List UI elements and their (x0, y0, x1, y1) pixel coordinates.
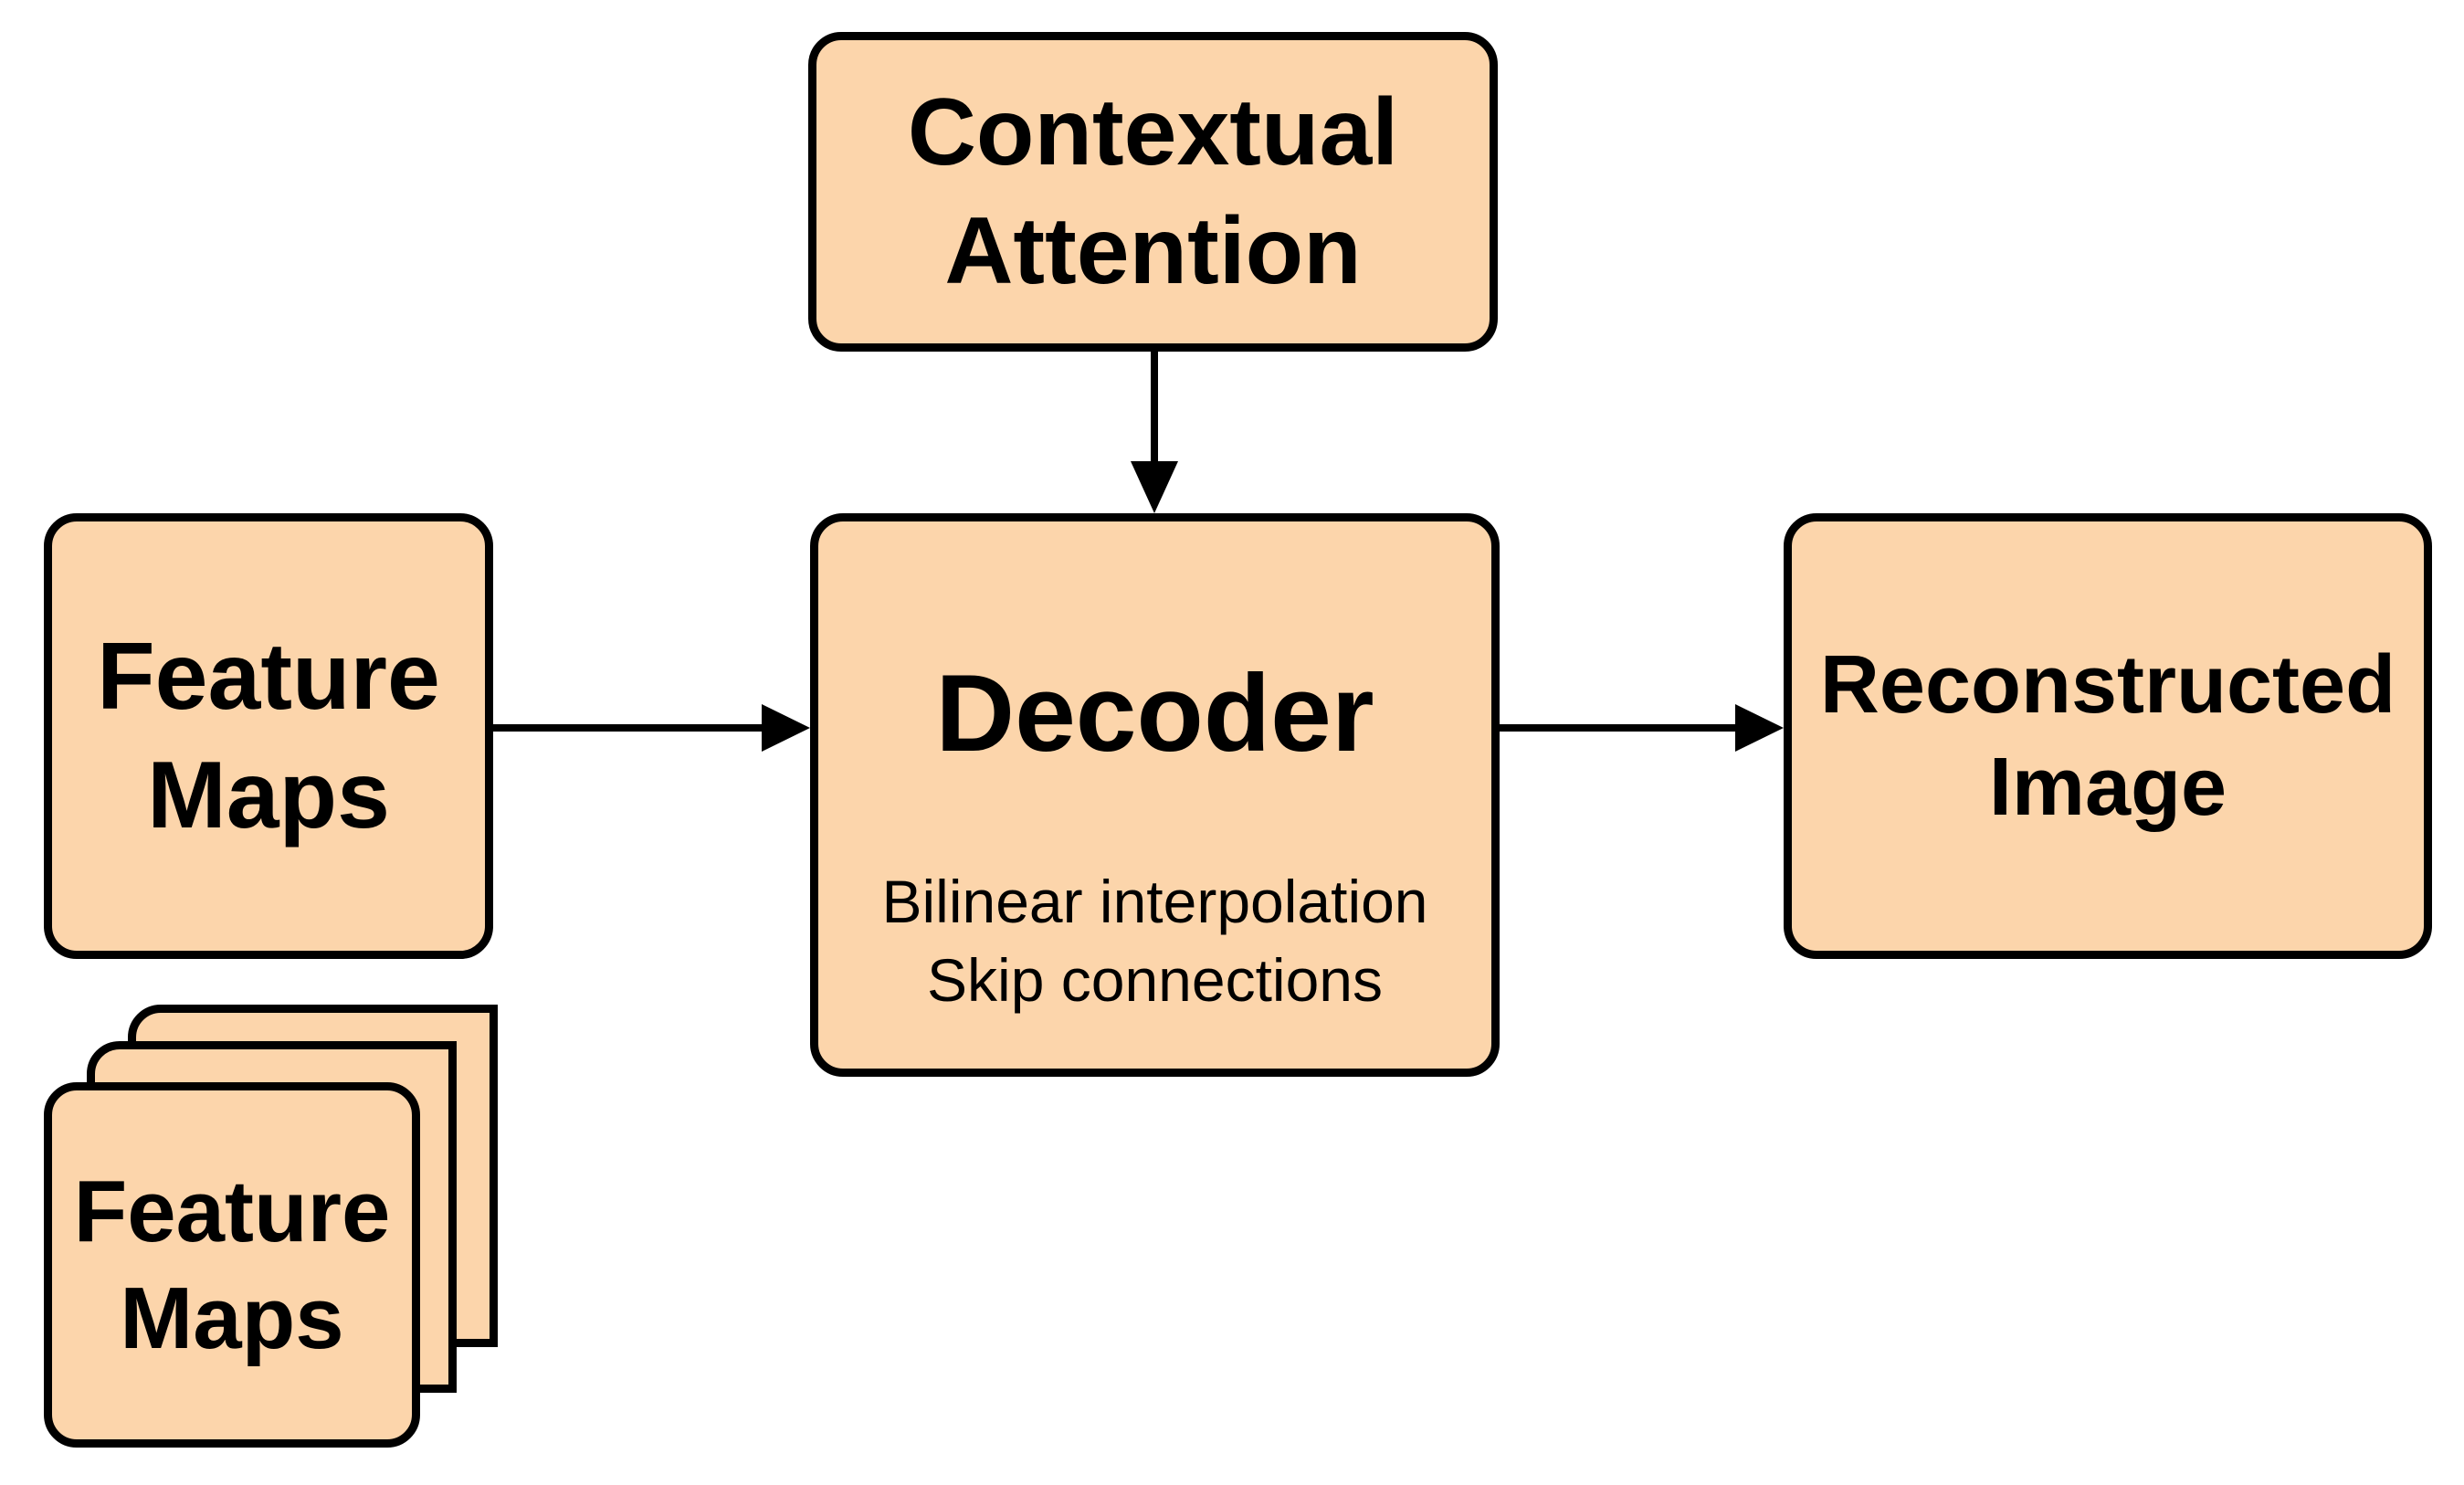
contextual-attention-line1: Contextual (907, 79, 1399, 185)
reconstructed-image-box: Reconstructed Image (1784, 513, 2432, 959)
arrowhead-featuremaps-to-decoder (762, 704, 810, 752)
decoder-detail-skip: Skip connections (927, 945, 1383, 1014)
decoder-title: Decoder (935, 652, 1374, 774)
arrowhead-decoder-to-reconstructed (1735, 704, 1784, 752)
feature-maps-stack-line1: Feature (73, 1162, 391, 1260)
contextual-attention-label: Contextual Attention (908, 73, 1398, 311)
feature-maps-line2: Maps (147, 742, 390, 848)
feature-maps-box: Feature Maps (44, 513, 493, 959)
feature-maps-stack-line2: Maps (120, 1269, 344, 1367)
feature-maps-stack-label: Feature Maps (74, 1158, 391, 1372)
contextual-attention-line2: Attention (944, 198, 1362, 304)
decoder-box: Decoder Bilinear interpolation Skip conn… (810, 513, 1500, 1077)
reconstructed-image-line2: Image (1988, 742, 2227, 833)
contextual-attention-box: Contextual Attention (808, 32, 1498, 352)
decoder-detail-bilinear: Bilinear interpolation (881, 868, 1428, 935)
reconstructed-image-line1: Reconstructed (1819, 638, 2396, 731)
feature-maps-label: Feature Maps (97, 617, 440, 855)
reconstructed-image-label: Reconstructed Image (1820, 634, 2396, 839)
arrowhead-attention-to-decoder (1131, 461, 1178, 513)
decoder-details: Bilinear interpolation Skip connections (881, 863, 1427, 1020)
feature-maps-line1: Feature (97, 624, 440, 730)
feature-maps-stack-front-box: Feature Maps (44, 1082, 420, 1448)
